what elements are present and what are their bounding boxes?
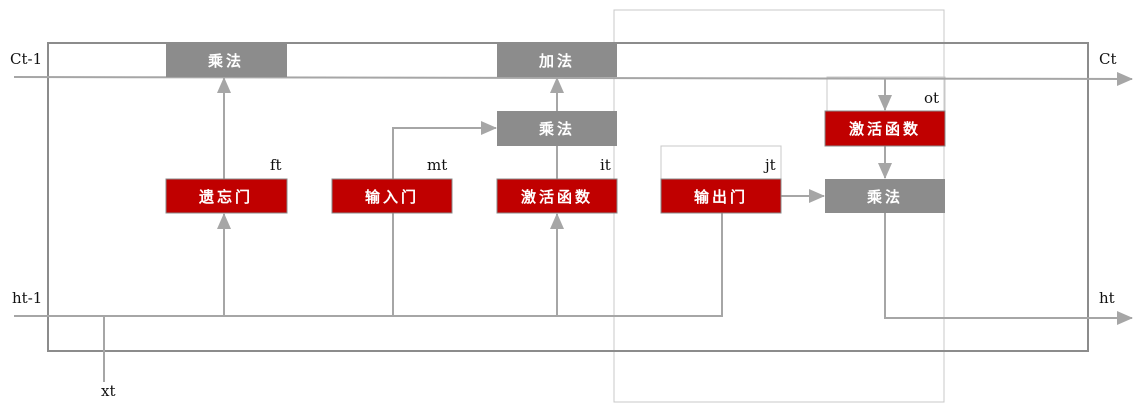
mul-input-box: 乘法 bbox=[497, 111, 617, 146]
forget-gate-label: 遗忘门 bbox=[198, 188, 253, 206]
output-gate-box: 输出门 bbox=[660, 178, 782, 214]
ht-label: ht bbox=[1099, 289, 1115, 307]
mul-forget-label: 乘法 bbox=[207, 52, 244, 70]
input-gate-box: 输入门 bbox=[331, 178, 453, 214]
activation-o-box: 激活函数 bbox=[824, 110, 946, 147]
mul-input-label: 乘法 bbox=[538, 120, 575, 138]
add-label: 加法 bbox=[538, 52, 575, 70]
ht-prev-label: ht-1 bbox=[12, 289, 42, 307]
activation-o-label: 激活函数 bbox=[849, 120, 921, 138]
output-gate-label: 输出门 bbox=[694, 188, 748, 206]
add-box: 加法 bbox=[497, 43, 617, 77]
hidden-state-line bbox=[14, 213, 723, 317]
activation-i-label: 激活函数 bbox=[521, 188, 593, 206]
activation-i-box: 激活函数 bbox=[496, 178, 618, 214]
jt-label: jt bbox=[763, 156, 776, 174]
ct-prev-label: Ct-1 bbox=[10, 50, 42, 68]
mt-output-arrow bbox=[392, 121, 497, 179]
mul-forget-box: 乘法 bbox=[166, 43, 287, 77]
ot-label: ot bbox=[924, 89, 939, 107]
input-gate-label: 输入门 bbox=[365, 188, 419, 206]
ht-output-arrow bbox=[884, 213, 1133, 325]
mul-output-label: 乘法 bbox=[866, 188, 903, 206]
mt-label: mt bbox=[427, 156, 447, 174]
mul-output-box: 乘法 bbox=[825, 179, 945, 213]
it-label: it bbox=[600, 156, 611, 174]
ct-label: Ct bbox=[1099, 50, 1117, 68]
forget-gate-box: 遗忘门 bbox=[165, 178, 288, 214]
cell-state-line bbox=[13, 71, 1133, 86]
xt-label: xt bbox=[101, 382, 116, 400]
jt-frame bbox=[660, 145, 782, 180]
ft-label: ft bbox=[270, 156, 282, 174]
